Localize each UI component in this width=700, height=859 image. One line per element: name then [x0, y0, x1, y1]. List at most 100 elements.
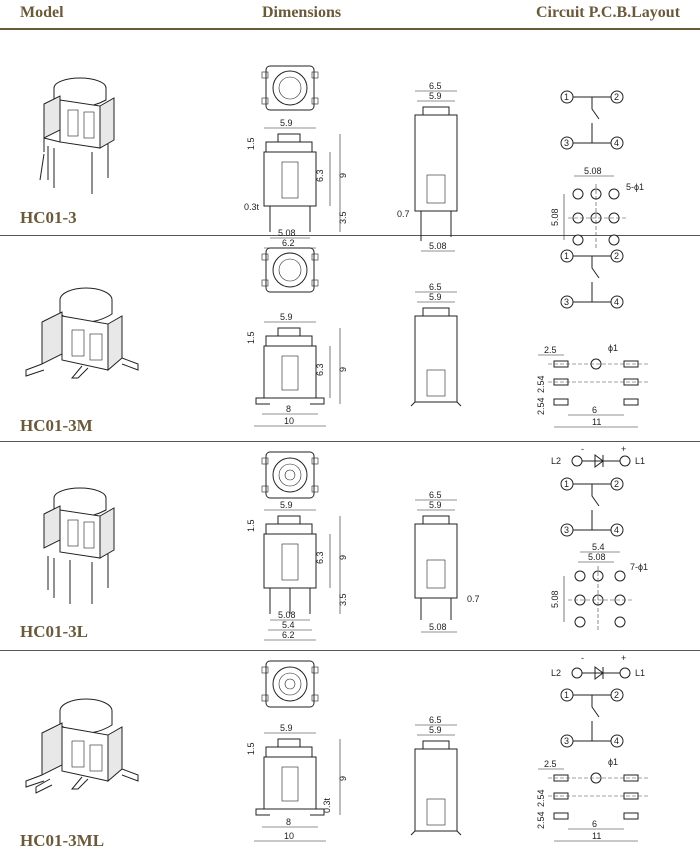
front-view-drawing: 5.9 6.3 9 3.5 1.5 0.3t 5.08 6.2 [244, 118, 348, 249]
side-dim-lead: 0.7 [397, 209, 410, 219]
header-model: Model [20, 4, 64, 21]
dim-top: 5.9 [280, 500, 293, 510]
model-name: HC01-3 [20, 208, 77, 227]
dim-bottom-3: 6.2 [282, 630, 295, 640]
side-dim-top-1: 6.5 [429, 81, 442, 91]
model-name: HC01-3ML [20, 831, 105, 850]
pcb-layout: 2.5 ϕ1 2.54 2.54 6 11 [536, 757, 648, 842]
product-row-hc01-3m: HC01-3M 5.9 6.3 9 1.5 8 10 6.5 [0, 236, 700, 442]
dim-bottom-1: 8 [286, 817, 291, 827]
led-circuit-diagram: - + L2 L1 1 2 3 4 [551, 444, 645, 537]
pin-2: 2 [614, 690, 619, 700]
pin-1: 1 [564, 251, 569, 261]
product-row-hc01-3l: HC01-3L 5.9 6.3 9 3.5 1.5 5.08 5.4 6.2 [0, 442, 700, 651]
side-view-drawing: 6.5 5.9 [410, 282, 462, 407]
side-dim-bottom: 5.08 [429, 622, 447, 632]
pin-3: 3 [564, 297, 569, 307]
dim-top: 5.9 [280, 723, 293, 733]
model-name: HC01-3M [20, 416, 93, 435]
pin-2: 2 [614, 251, 619, 261]
pin-3: 3 [564, 525, 569, 535]
pcb-holes: 5-ϕ1 [626, 182, 644, 192]
side-dim-bottom: 5.08 [429, 241, 447, 251]
header-dimensions: Dimensions [262, 4, 342, 21]
circuit-diagram: 1 2 3 4 [560, 249, 624, 309]
pcb-hole: ϕ1 [608, 757, 618, 767]
pcb-layout: 5.08 5-ϕ1 5.08 [550, 166, 644, 248]
side-dim-top-2: 5.9 [429, 725, 442, 735]
dim-left: 1.5 [246, 331, 256, 344]
dim-right-2: 9 [338, 367, 348, 372]
dim-bottom-2: 6.2 [282, 238, 295, 248]
pin-2: 2 [614, 479, 619, 489]
top-view-drawing [261, 65, 319, 111]
pcb-height: 5.08 [550, 590, 560, 608]
pcb-dim-d: 6 [592, 819, 597, 829]
pin-4: 4 [614, 297, 619, 307]
led-l2: L2 [551, 668, 561, 678]
product-illustration [25, 698, 139, 794]
pcb-height: 5.08 [550, 208, 560, 226]
pcb-dim-c: 2.54 [536, 397, 546, 415]
pcb-layout: 2.5 ϕ1 2.54 2.54 6 11 [536, 343, 648, 428]
dim-right-1: 9 [338, 776, 348, 781]
dim-bottom-2: 10 [284, 416, 294, 426]
dim-left: 1.5 [246, 519, 256, 532]
dim-bottom-1: 8 [286, 404, 291, 414]
dim-bottom-2: 10 [284, 831, 294, 841]
pcb-dim-e: 11 [592, 417, 601, 427]
front-view-drawing: 5.9 6.3 9 3.5 1.5 5.08 5.4 6.2 [246, 500, 348, 641]
dim-bottom-1: 5.08 [278, 228, 296, 238]
pcb-holes: 7-ϕ1 [630, 562, 648, 572]
dim-left: 1.5 [246, 742, 256, 755]
side-view-drawing: 6.5 5.9 0.7 5.08 [397, 81, 458, 252]
led-minus: - [581, 653, 584, 663]
pcb-dim-b: 2.54 [536, 789, 546, 807]
led-l2: L2 [551, 456, 561, 466]
top-view-drawing [261, 451, 319, 499]
pin-2: 2 [614, 92, 619, 102]
dim-bottom-2: 5.4 [282, 620, 295, 630]
pcb-pitch: 5.08 [584, 166, 602, 176]
product-illustration [43, 487, 115, 604]
dim-right-1: 6.3 [315, 169, 325, 182]
table-header: Model Dimensions Circuit P.C.B.Layout [0, 0, 700, 30]
header-circuit: Circuit P.C.B.Layout [536, 4, 681, 21]
pin-1: 1 [564, 690, 569, 700]
pcb-dim-d: 6 [592, 405, 597, 415]
side-view-drawing: 6.5 5.9 [410, 715, 462, 836]
led-circuit-diagram: - + L2 L1 1 2 3 4 [551, 653, 645, 748]
top-view-drawing [261, 247, 319, 293]
led-plus: + [621, 444, 626, 454]
dim-right-2: 0.3t [322, 797, 332, 813]
led-l1: L1 [635, 668, 645, 678]
pcb-dim-c: 2.54 [536, 811, 546, 829]
pin-4: 4 [614, 736, 619, 746]
top-view-drawing [261, 660, 319, 708]
pin-4: 4 [614, 138, 619, 148]
pcb-pitch: 5.08 [588, 552, 606, 562]
side-dim-lead: 0.7 [467, 594, 480, 604]
product-row-hc01-3: HC01-3 5.9 6.3 9 3.5 1.5 0.3t [0, 30, 700, 252]
led-plus: + [621, 653, 626, 663]
pcb-dim-a: 2.5 [544, 345, 557, 355]
product-row-hc01-3ml: HC01-3ML 5.9 9 0.3t 1.5 8 10 [0, 651, 700, 858]
dim-right-2: 9 [338, 173, 348, 178]
pcb-hole: ϕ1 [608, 343, 618, 353]
side-dim-top-2: 5.9 [429, 500, 442, 510]
front-view-drawing: 5.9 9 0.3t 1.5 8 10 [246, 723, 348, 842]
dim-right-3: 3.5 [338, 593, 348, 606]
side-dim-top-2: 5.9 [429, 292, 442, 302]
dim-top: 5.9 [280, 312, 293, 322]
pcb-dim-a: 5.4 [592, 542, 605, 552]
dim-right-2: 9 [338, 555, 348, 560]
dim-left: 1.5 [246, 137, 256, 150]
pin-1: 1 [564, 92, 569, 102]
dim-lead: 0.3t [244, 202, 260, 212]
side-view-drawing: 6.5 5.9 0.7 5.08 [414, 490, 480, 633]
side-dim-top-1: 6.5 [429, 715, 442, 725]
dim-top: 5.9 [280, 118, 293, 128]
pin-1: 1 [564, 479, 569, 489]
dim-right-1: 6.3 [315, 551, 325, 564]
led-minus: - [581, 444, 584, 454]
